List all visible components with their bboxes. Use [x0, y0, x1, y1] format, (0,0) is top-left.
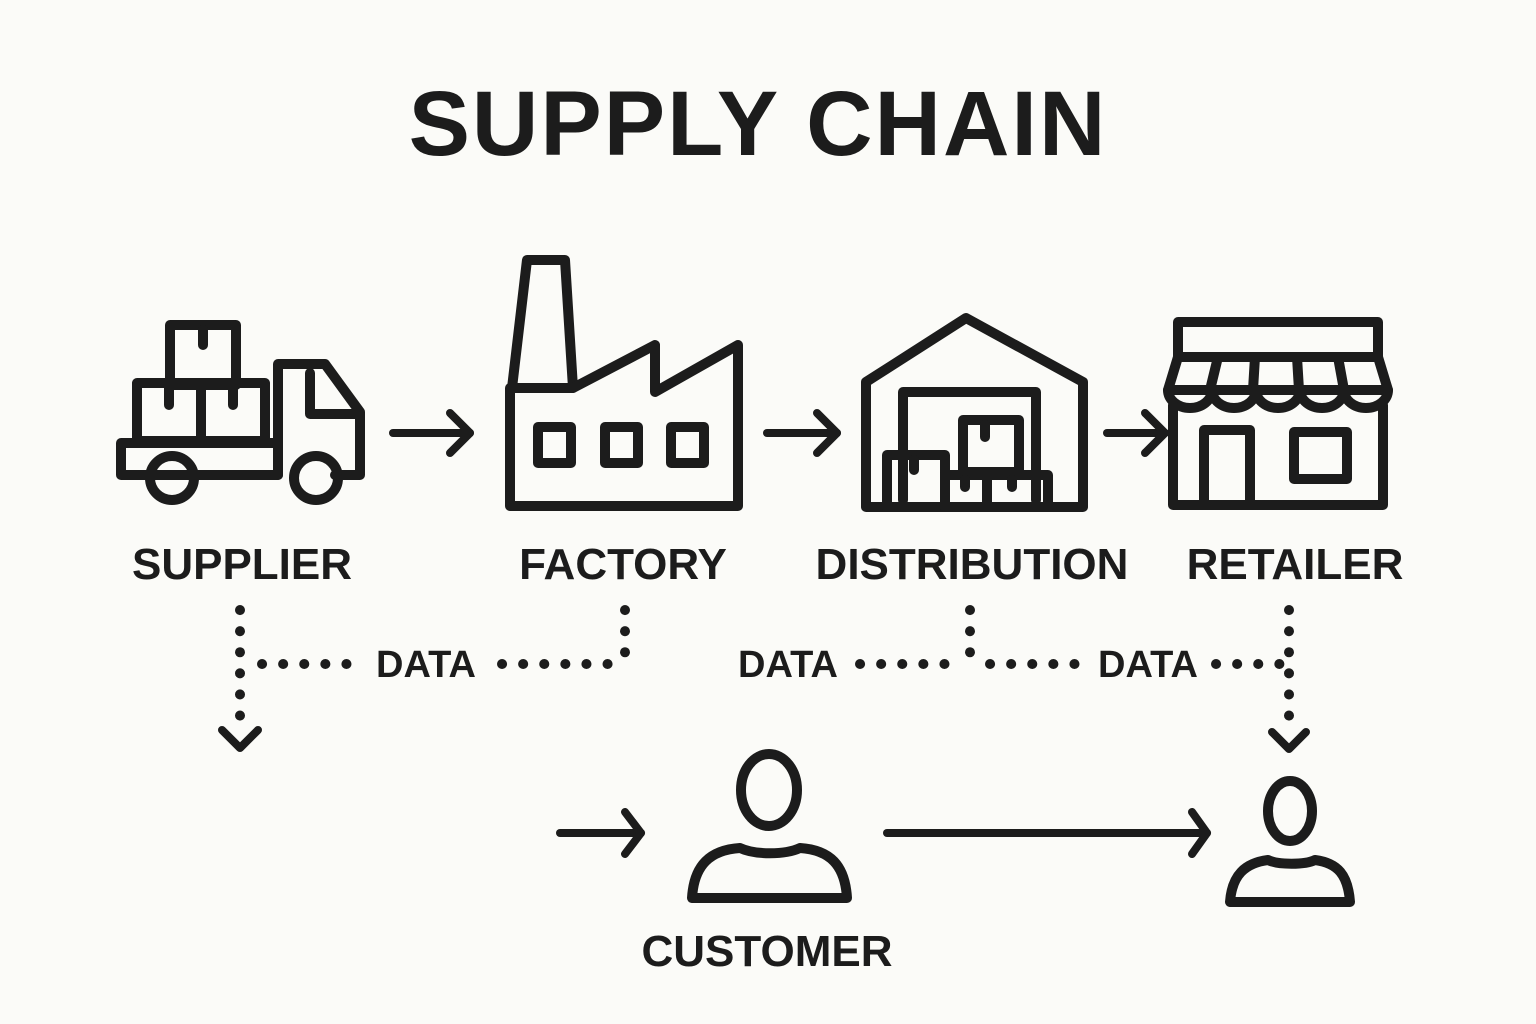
stage-label-distribution: DISTRIBUTION: [815, 540, 1129, 589]
arrow-distribution-to-retailer: [1103, 409, 1169, 457]
arrow-customer-to-person: [883, 808, 1211, 858]
arrow-supplier-to-factory: [389, 409, 474, 457]
arrow-factory-to-distribution: [763, 409, 841, 457]
customer-label: CUSTOMER: [641, 927, 893, 976]
page-title: SUPPLY CHAIN: [408, 73, 1108, 175]
stage-label-retailer: RETAILER: [1186, 540, 1404, 589]
data-flow-label: DATA: [1098, 644, 1198, 686]
storefront-icon: [1163, 317, 1393, 510]
stage-label-factory: FACTORY: [519, 540, 727, 589]
person-icon: [687, 749, 852, 903]
factory-icon: [505, 255, 743, 511]
stage-label-supplier: SUPPLIER: [131, 540, 353, 589]
arrow-into-customer: [556, 808, 645, 858]
warehouse-icon: [861, 313, 1088, 512]
delivery-truck-icon: [116, 320, 365, 505]
person-icon-secondary: [1225, 776, 1355, 907]
data-flow-label: DATA: [376, 644, 476, 686]
data-flow-lines: [218, 605, 1310, 753]
data-flow-label: DATA: [738, 644, 838, 686]
